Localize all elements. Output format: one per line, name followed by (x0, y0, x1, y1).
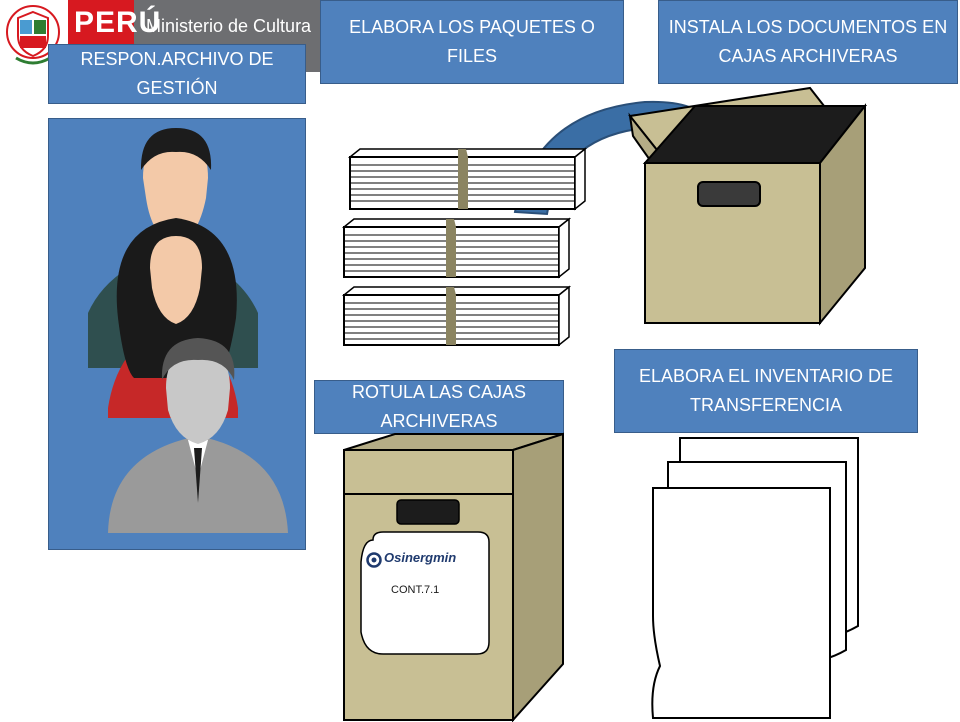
step-packages-label: ELABORA LOS PAQUETES O FILES (320, 0, 624, 84)
staff-group-icon (88, 128, 288, 533)
osinergmin-brand: Osinergmin (384, 550, 457, 565)
step-label-boxes-label: ROTULA LAS CAJAS ARCHIVERAS (314, 380, 564, 434)
step-responsible-label: RESPON.ARCHIVO DE GESTIÓN (48, 44, 306, 104)
open-archive-box-icon (628, 86, 868, 326)
paper-bundles-icon (341, 147, 588, 347)
osinergmin-logo-icon (366, 552, 382, 568)
ministry-name: Ministerio de Cultura (146, 16, 312, 36)
step-inventory-label: ELABORA EL INVENTARIO DE TRANSFERENCIA (614, 349, 918, 433)
labeled-archive-box-icon (343, 432, 564, 722)
coat-of-arms-icon (6, 5, 60, 65)
step-install-label: INSTALA LOS DOCUMENTOS EN CAJAS ARCHIVER… (658, 0, 958, 84)
inventory-documents-icon (651, 437, 859, 719)
box-label-code: CONT.7.1 (391, 584, 440, 596)
peru-logo-text: PERÚ (74, 6, 162, 39)
